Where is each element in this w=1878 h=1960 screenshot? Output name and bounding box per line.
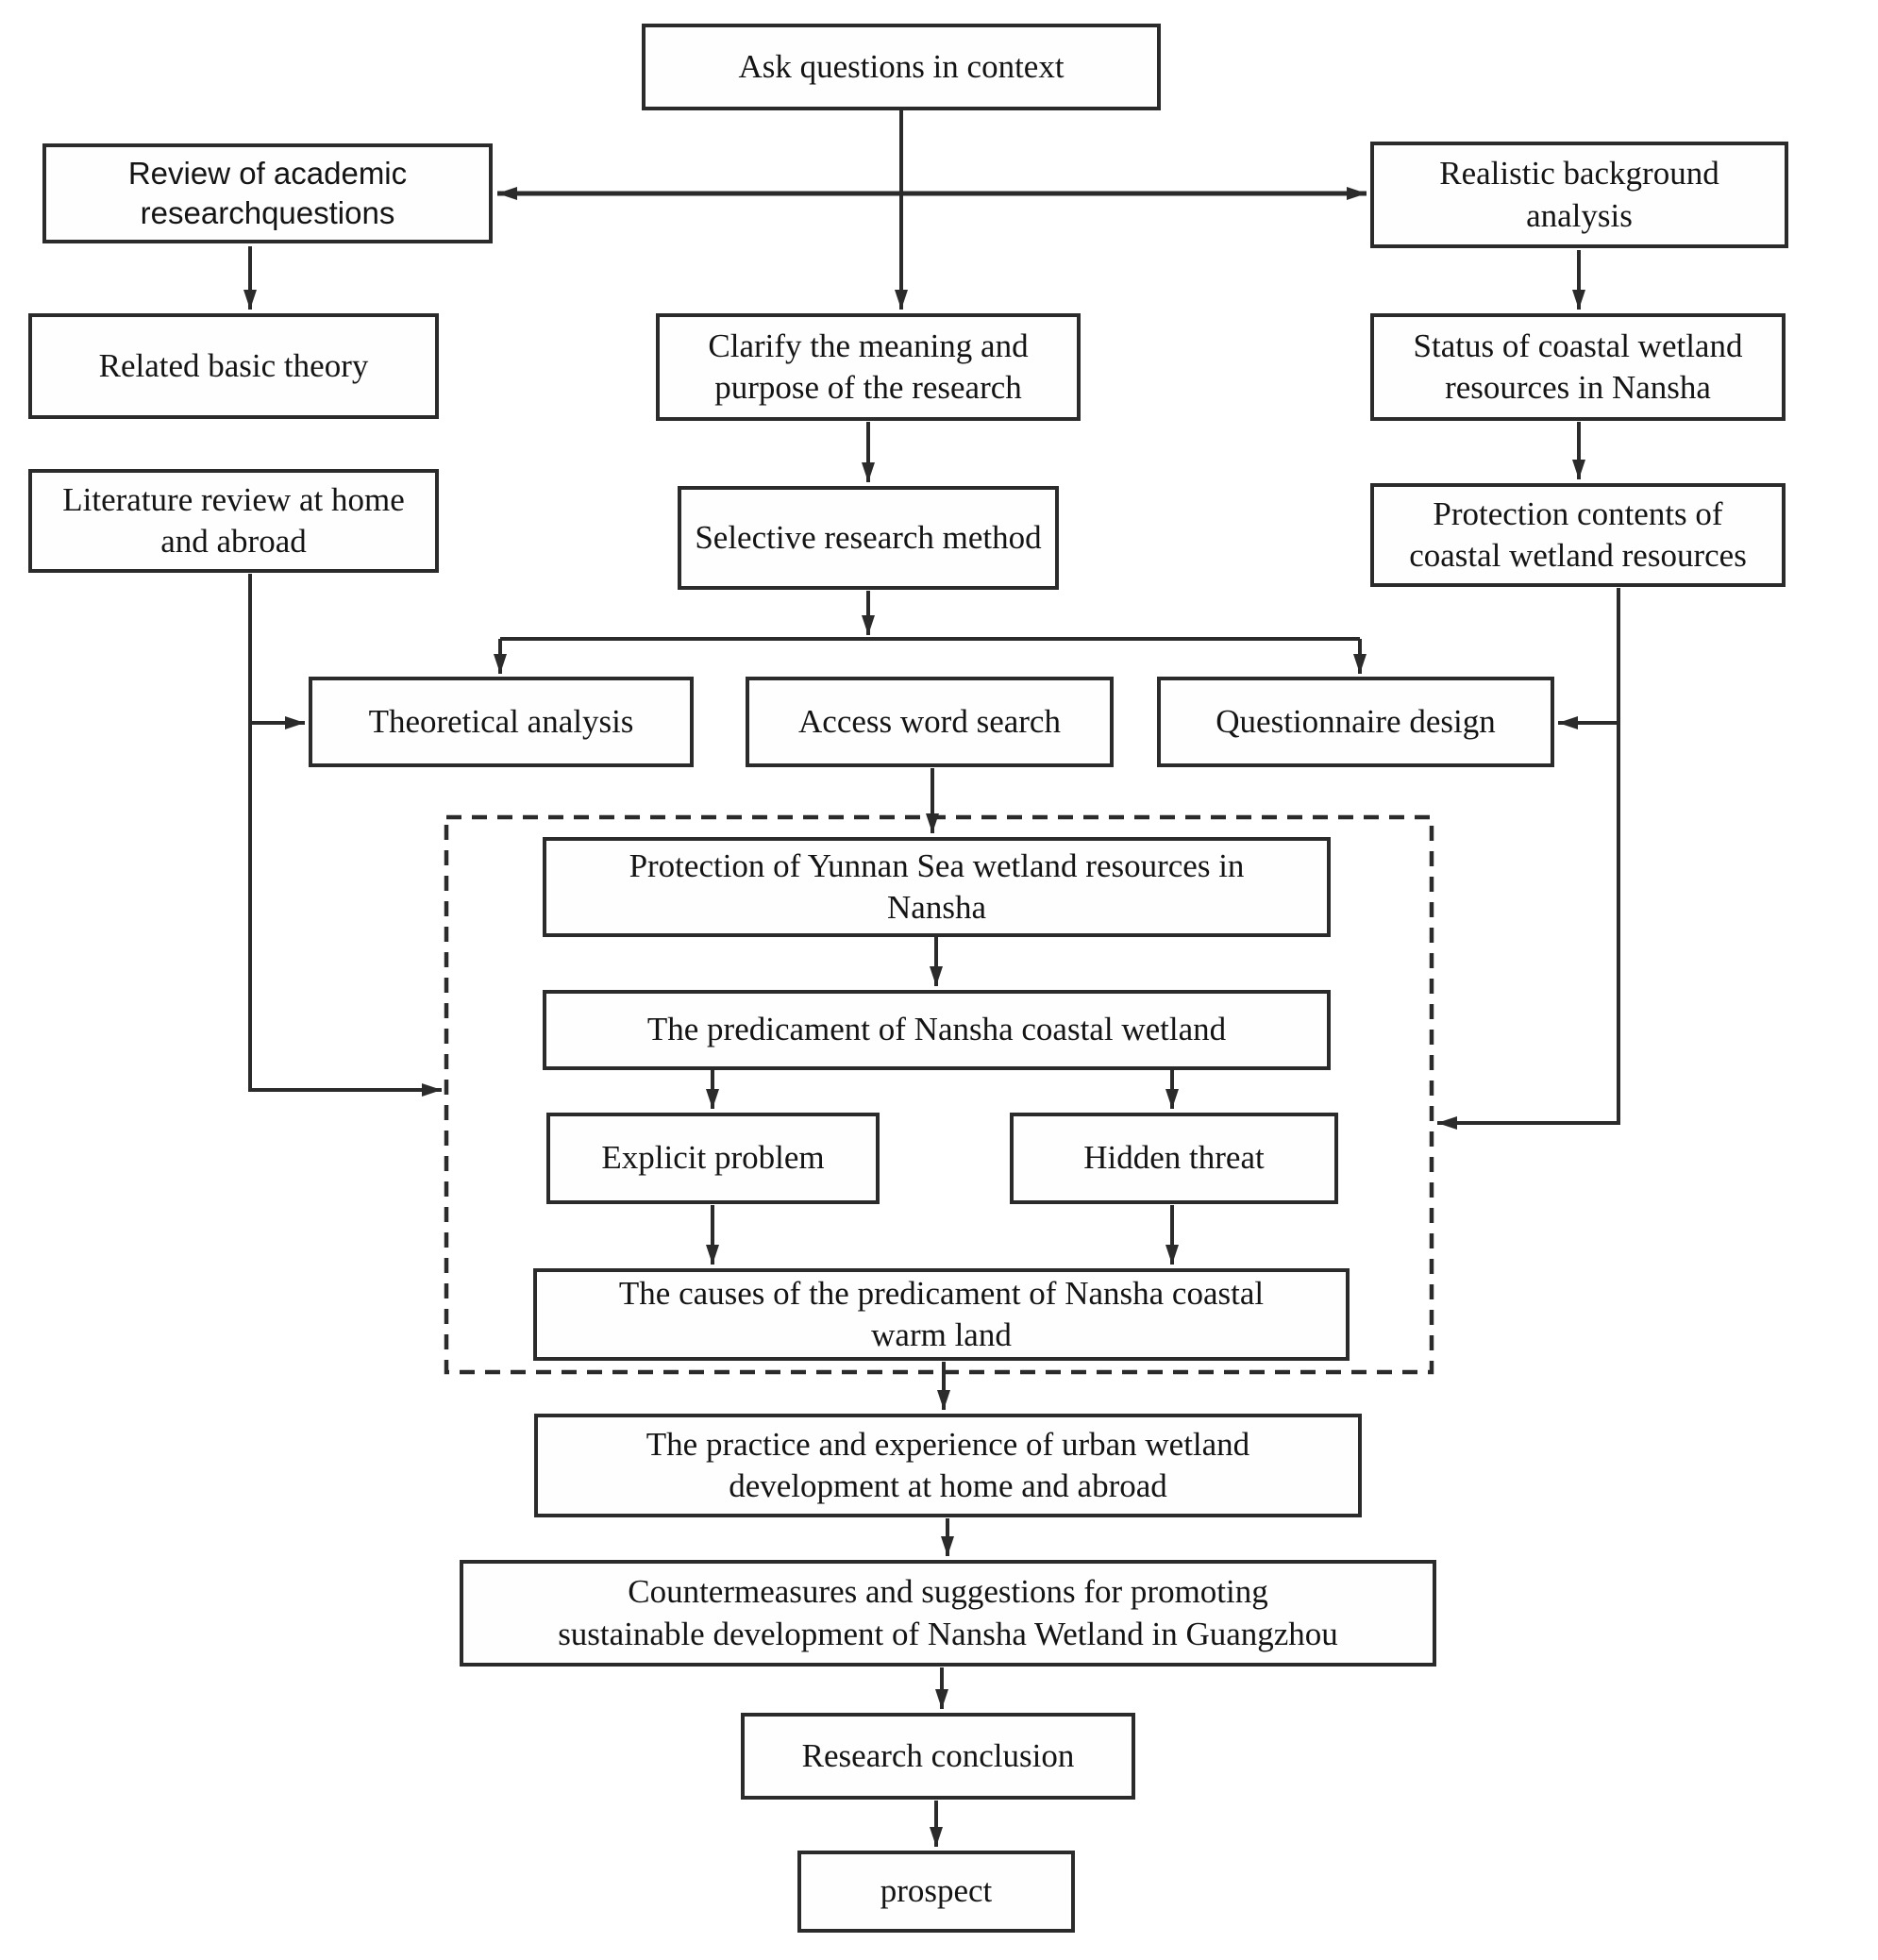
edge-literature-dashed bbox=[248, 574, 442, 1097]
node-theoretical-analysis: Theoretical analysis bbox=[309, 677, 694, 767]
node-protection-contents: Protection contents of coastal wetland r… bbox=[1370, 483, 1786, 587]
node-selective-method: Selective research method bbox=[678, 486, 1059, 590]
node-causes: The causes of the predicament of Nansha … bbox=[533, 1268, 1350, 1361]
node-prospect: prospect bbox=[797, 1851, 1075, 1933]
node-predicament: The predicament of Nansha coastal wetlan… bbox=[543, 990, 1331, 1070]
node-protection-yunnan: Protection of Yunnan Sea wetland resourc… bbox=[543, 837, 1331, 937]
node-ask-questions: Ask questions in context bbox=[642, 24, 1161, 110]
node-review-academic: Review of academic researchquestions bbox=[42, 143, 493, 243]
node-countermeasures: Countermeasures and suggestions for prom… bbox=[460, 1560, 1436, 1667]
node-realistic-background: Realistic background analysis bbox=[1370, 142, 1788, 248]
node-explicit-problem: Explicit problem bbox=[546, 1113, 880, 1204]
edge-protection-dashed bbox=[1437, 588, 1620, 1130]
node-research-conclusion: Research conclusion bbox=[741, 1713, 1135, 1800]
node-access-word-search: Access word search bbox=[746, 677, 1114, 767]
node-clarify-meaning: Clarify the meaning and purpose of the r… bbox=[656, 313, 1081, 421]
node-status-coastal-wetland: Status of coastal wetland resources in N… bbox=[1370, 313, 1786, 421]
dashed-group-border bbox=[444, 814, 1434, 1375]
node-hidden-threat: Hidden threat bbox=[1010, 1113, 1338, 1204]
node-related-basic-theory: Related basic theory bbox=[28, 313, 439, 419]
node-literature-review: Literature review at home and abroad bbox=[28, 469, 439, 573]
node-questionnaire-design: Questionnaire design bbox=[1157, 677, 1554, 767]
node-practice-experience: The practice and experience of urban wet… bbox=[534, 1414, 1362, 1517]
